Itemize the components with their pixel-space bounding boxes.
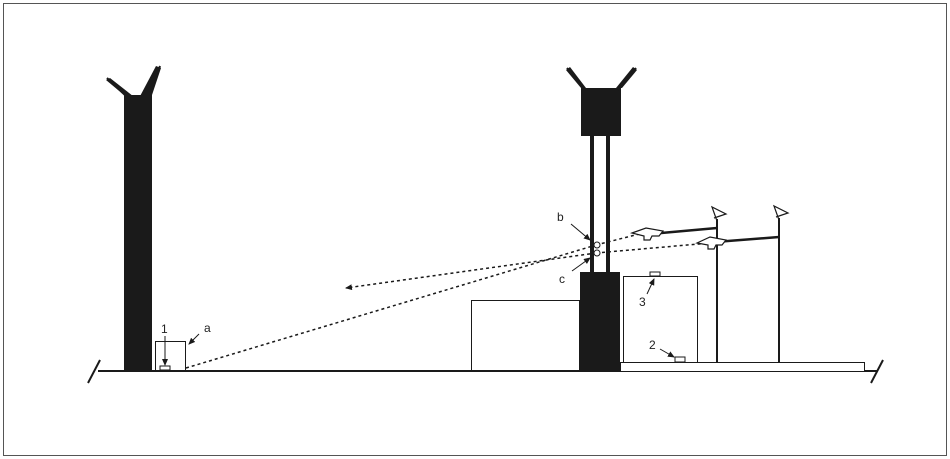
hole-b bbox=[593, 241, 601, 249]
left-pole bbox=[106, 65, 161, 371]
arrow-point-c bbox=[571, 257, 591, 272]
label-b: b bbox=[557, 210, 564, 224]
arrow-point-a bbox=[188, 333, 200, 345]
arrow-marker-3 bbox=[646, 278, 655, 295]
building bbox=[471, 300, 580, 371]
label-3: 3 bbox=[639, 295, 646, 309]
hole-c bbox=[593, 249, 601, 257]
label-1: 1 bbox=[161, 322, 168, 336]
label-a: a bbox=[204, 321, 211, 335]
sighting-device-upper bbox=[629, 227, 665, 241]
label-2: 2 bbox=[649, 338, 656, 352]
right-mast-2 bbox=[714, 204, 790, 362]
arrow-marker-2 bbox=[659, 348, 675, 358]
platform bbox=[620, 356, 865, 372]
label-c: c bbox=[559, 272, 565, 286]
outer-frame bbox=[3, 3, 947, 456]
sighting-device-lower bbox=[695, 236, 728, 250]
central-tower bbox=[566, 67, 637, 371]
small-box-a bbox=[155, 341, 186, 371]
arrow-point-b bbox=[570, 223, 591, 241]
